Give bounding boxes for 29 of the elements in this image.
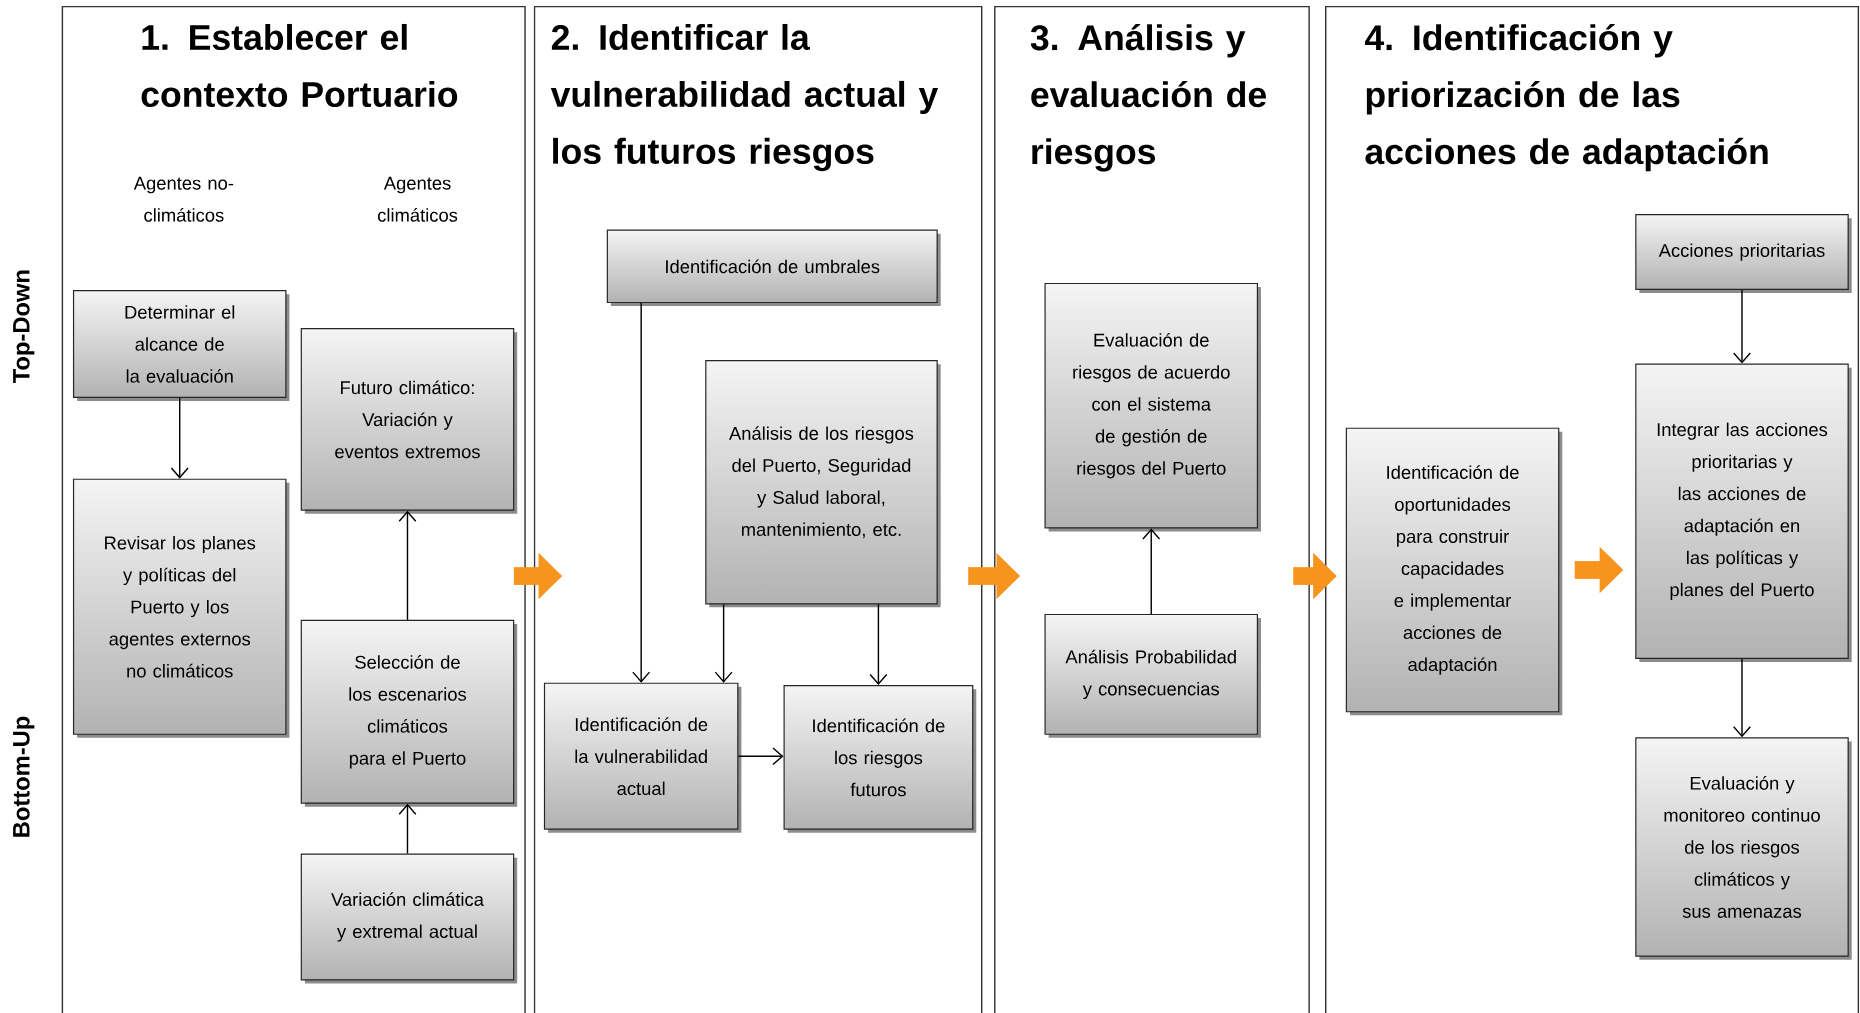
process-box: Evaluación de riesgos de acuerdo con el sistema de gestión de riesgos del Puerto: [1044, 282, 1261, 532]
arrow: [714, 603, 733, 683]
process-box: Identificación de umbrales: [606, 229, 941, 307]
process-box: Identificación de los riesgos futuros: [783, 685, 977, 833]
arrow: [869, 603, 888, 686]
process-box: Futuro climático: Variación y eventos extremos: [300, 327, 518, 514]
arrow: [170, 397, 189, 479]
process-box: Identificación de oportunidades para construir capacidades e implementar acciones de adaptación: [1345, 427, 1563, 716]
process-box: Variación climática y extremal actual: [300, 853, 518, 984]
process-box: Selección de los escenarios climáticos para el Puerto: [300, 619, 518, 807]
process-box: Análisis de los riesgos del Puerto, Seguridad y Salud laboral, mantenimiento, etc.: [705, 360, 941, 608]
process-box: Acciones prioritarias: [1635, 214, 1852, 293]
process-box: Integrar las acciones prioritarias y las acciones de adaptación en las políticas y planes del Puerto: [1635, 363, 1852, 662]
side-label: Bottom-Up: [13, 716, 35, 837]
column-label: Agentes climáticos: [378, 176, 458, 222]
arrow: [1733, 289, 1751, 364]
arrow: [1733, 658, 1751, 738]
arrow: [398, 510, 417, 621]
process-box: Determinar el alcance de la evaluación: [72, 290, 290, 401]
process-box: Análisis Probabilidad y consecuencias: [1044, 613, 1261, 738]
arrow: [737, 747, 784, 766]
process-box: Revisar los planes y políticas del Puerto y los agentes externos no climáticos: [72, 478, 290, 738]
process-box: Evaluación y monitoreo continuo de los riesgos climáticos y sus amenazas: [1635, 737, 1852, 960]
process-box: Identificación de la vulnerabilidad actual: [543, 682, 742, 833]
arrow: [632, 302, 651, 683]
arrow: [1142, 528, 1161, 615]
column-label: Agentes no-climáticos: [133, 176, 234, 222]
arrow: [398, 803, 417, 855]
side-label: Top-Down: [13, 270, 35, 384]
